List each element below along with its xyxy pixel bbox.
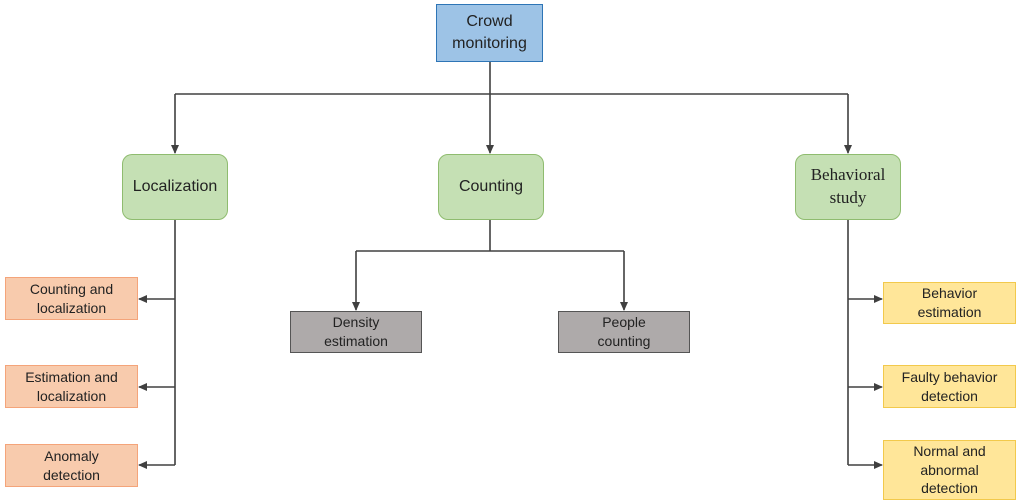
node-label-line1: Density: [332, 314, 380, 331]
node-label-line1: Anomaly: [44, 447, 99, 464]
behavioral-study-label-line1: Behavioral: [810, 165, 886, 185]
node-label-line2: localization: [36, 387, 107, 404]
normal-and-abnormal-detection-node: Normal and abnormal detection: [883, 440, 1016, 500]
node-label-line2: estimation: [324, 333, 388, 349]
node-label-line1: Faulty behavior: [901, 368, 998, 385]
density-estimation-node: Density estimation: [290, 311, 422, 353]
node-label-line2: detection: [43, 466, 100, 483]
node-label-line1: Counting and: [29, 280, 114, 297]
localization-label: Localization: [132, 178, 218, 196]
counting-node: Counting: [438, 154, 544, 220]
faulty-behavior-detection-node: Faulty behavior detection: [883, 365, 1016, 408]
node-label-line1: People: [602, 314, 646, 331]
node-label-line3: detection: [921, 480, 978, 497]
node-label-line2: counting: [597, 333, 651, 349]
node-label-line2: localization: [36, 299, 107, 316]
crowd-monitoring-label-line2: monitoring: [452, 35, 527, 52]
estimation-and-localization-node: Estimation and localization: [5, 365, 138, 408]
counting-label: Counting: [458, 178, 524, 196]
anomaly-detection-node: Anomaly detection: [5, 444, 138, 487]
localization-node: Localization: [122, 154, 228, 220]
crowd-monitoring-label-line1: Crowd: [466, 13, 513, 31]
behavioral-study-node: Behavioral study: [795, 154, 901, 220]
node-label-line2: estimation: [917, 304, 982, 320]
node-label-line1: Behavior: [921, 285, 978, 302]
node-label-line2: abnormal: [920, 461, 979, 478]
behavior-estimation-node: Behavior estimation: [883, 282, 1016, 324]
people-counting-node: People counting: [558, 311, 690, 353]
counting-and-localization-node: Counting and localization: [5, 277, 138, 320]
node-label-line1: Normal and: [913, 442, 986, 459]
node-label-line2: detection: [921, 387, 978, 404]
crowd-monitoring-node: Crowd monitoring: [436, 4, 543, 62]
node-label-line1: Estimation and: [25, 368, 118, 385]
behavioral-study-label-line2: study: [829, 188, 867, 207]
